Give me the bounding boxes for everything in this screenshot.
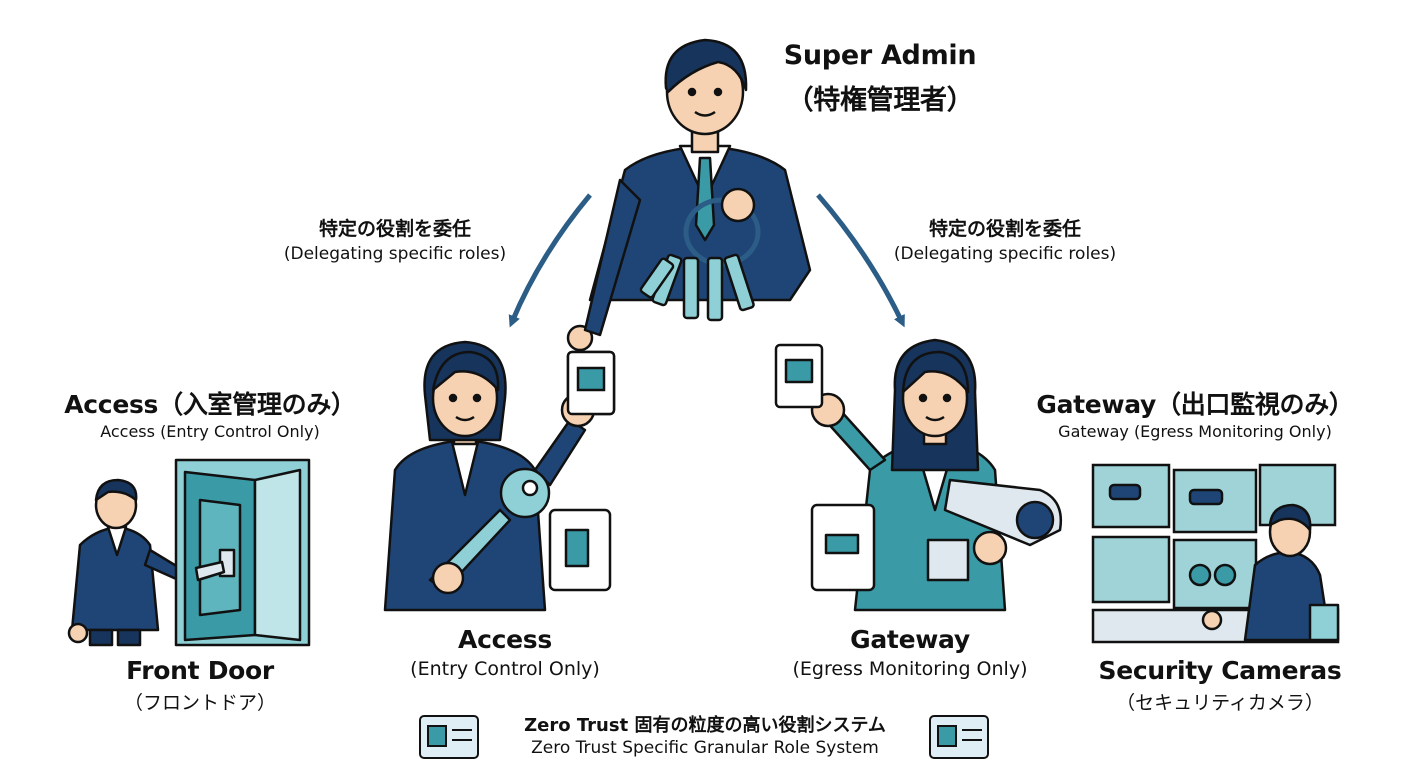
footer-left-badge-icon — [419, 715, 479, 759]
delegation-right-label: 特定の役割を委任 — [928, 218, 1081, 240]
security-cameras-subtitle: （セキュリティカメラ） — [1116, 692, 1324, 714]
delegation-left-label: 特定の役割を委任 — [318, 218, 471, 240]
security-cameras-title: Security Cameras — [1098, 656, 1342, 685]
delegation-left-sublabel: (Delegating specific roles) — [283, 244, 507, 264]
gateway-heading: Gateway（出口監視のみ） — [1036, 390, 1354, 419]
access-heading: Access（入室管理のみ） — [64, 390, 356, 419]
front-door-icon — [174, 458, 311, 647]
security-monitor-wall-icon — [1091, 463, 1340, 644]
delegation-right-sublabel: (Delegating specific roles) — [893, 244, 1117, 264]
id-badge-icon — [566, 350, 616, 416]
delegation-arrow-left — [508, 193, 592, 328]
gateway-figure — [774, 338, 1063, 612]
access-heading-sub: Access (Entry Control Only) — [100, 422, 320, 441]
super-admin-subtitle: （特権管理者） — [786, 85, 974, 116]
footer-title: Zero Trust 固有の粒度の高い役割システム — [524, 715, 886, 736]
front-door-subtitle: （フロントドア） — [123, 692, 276, 714]
access-subtitle: (Entry Control Only) — [410, 658, 600, 680]
front-door-title: Front Door — [126, 656, 274, 685]
access-title: Access — [458, 625, 552, 654]
gateway-title: Gateway — [850, 625, 970, 654]
delegation-arrow-right — [816, 193, 905, 328]
access-figure — [383, 340, 612, 612]
security-operator — [1201, 503, 1340, 642]
gateway-subtitle: (Egress Monitoring Only) — [792, 658, 1028, 680]
footer-right-badge-icon — [929, 715, 989, 759]
footer-subtitle: Zero Trust Specific Granular Role System — [531, 738, 879, 758]
super-admin-figure — [566, 38, 812, 352]
gateway-heading-sub: Gateway (Egress Monitoring Only) — [1058, 422, 1332, 441]
super-admin-title: Super Admin — [783, 40, 977, 71]
